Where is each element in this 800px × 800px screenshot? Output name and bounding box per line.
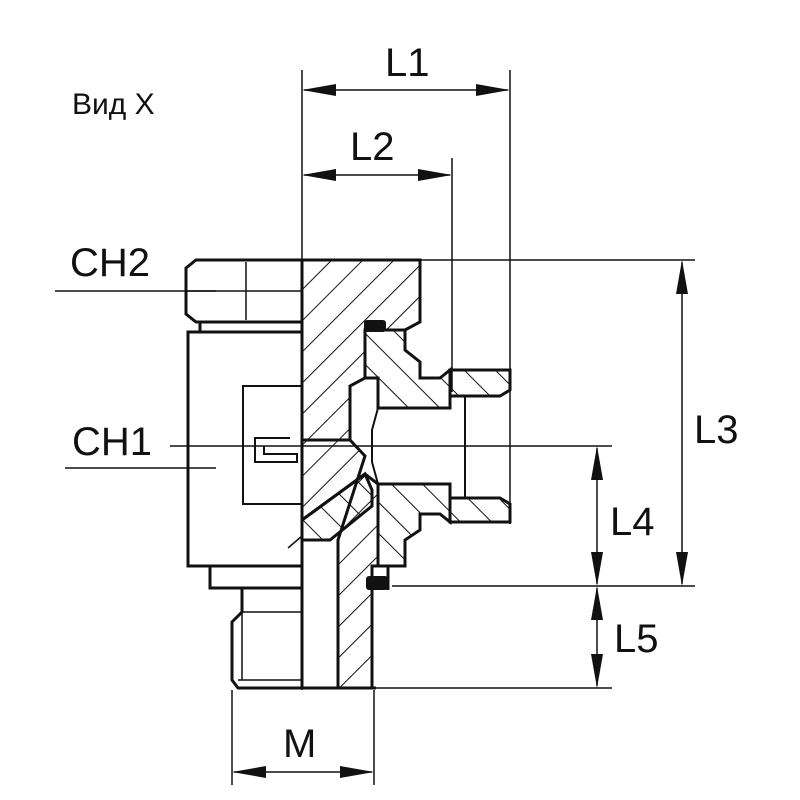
callout-ch1: CH1: [72, 420, 152, 464]
dim-label-l3: L3: [694, 408, 739, 452]
dim-label-m: M: [283, 722, 316, 766]
outlet-thread: [448, 368, 512, 398]
section-half: [238, 258, 512, 690]
arrow: [676, 260, 688, 294]
dim-label-l2: L2: [350, 125, 395, 169]
arrow: [302, 84, 336, 96]
exterior-half: [184, 258, 304, 690]
arrow: [591, 586, 603, 620]
body-flat: [242, 385, 302, 505]
arrow: [676, 552, 688, 586]
arrow: [232, 766, 266, 778]
outlet-thread: [448, 496, 512, 524]
dim-label-l1: L1: [385, 41, 430, 85]
dim-label-l4: L4: [610, 500, 655, 544]
o-ring-bottom: [366, 576, 388, 590]
body-section-lower: [376, 482, 452, 568]
callout-ch2: CH2: [70, 241, 150, 285]
bore-outline: [378, 395, 466, 499]
arrow: [591, 446, 603, 480]
arrow: [591, 552, 603, 586]
arrow: [302, 169, 336, 181]
arrow: [476, 84, 510, 96]
arrow: [418, 169, 452, 181]
flat-symbol: [254, 437, 298, 463]
arrow: [591, 654, 603, 688]
lower-collar: [208, 564, 304, 590]
body-ch1: [186, 330, 304, 568]
arrow: [340, 766, 374, 778]
body-section-upper: [363, 328, 452, 410]
o-ring-top: [364, 320, 386, 332]
view-label: Вид X: [72, 88, 155, 121]
axis-dash: [287, 535, 303, 549]
dim-label-l5: L5: [614, 617, 659, 661]
